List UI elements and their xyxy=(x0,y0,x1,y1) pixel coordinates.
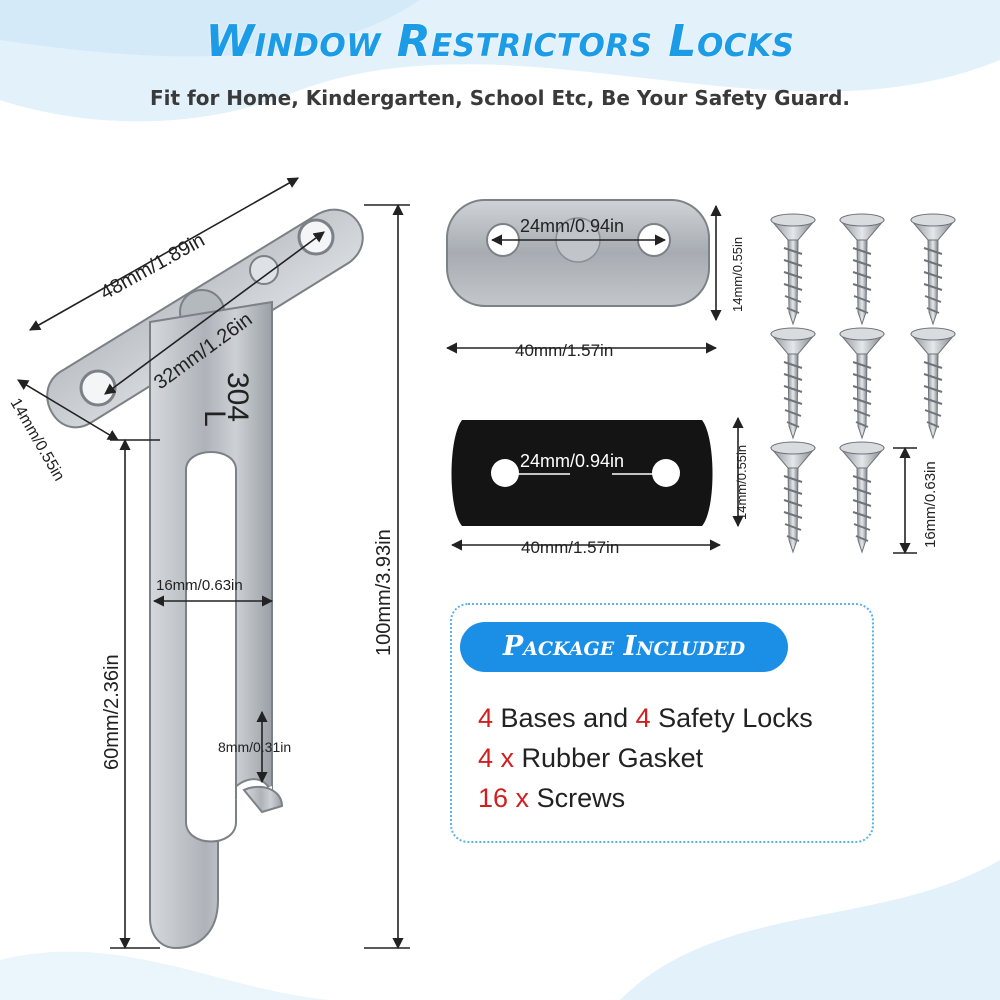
locks-count: 4 xyxy=(635,703,651,733)
screws-times: x xyxy=(508,783,537,813)
base-plate-length-label: 40mm/1.57in xyxy=(515,341,613,360)
screw-length-label: 16mm/0.63in xyxy=(922,461,939,548)
screw xyxy=(838,213,886,326)
base-plate-height-label: 14mm/0.55in xyxy=(730,237,745,312)
package-item-bases-locks: 4 Bases and 4 Safety Locks xyxy=(478,698,868,738)
screw xyxy=(909,213,957,326)
package-item-screws: 16 x Screws xyxy=(478,778,868,818)
lock-gap-label: 8mm/0.31in xyxy=(218,739,291,755)
package-item-gasket: 4 x Rubber Gasket xyxy=(478,738,868,778)
screw-dimension-lines xyxy=(893,446,917,555)
lock-slot-length-label: 60mm/2.36in xyxy=(101,654,123,770)
screw xyxy=(769,327,817,440)
gasket-label: Rubber Gasket xyxy=(521,743,704,773)
base-plate-hole-label: 24mm/0.94in xyxy=(520,216,624,236)
page-title: Window Restrictors Locks xyxy=(205,16,795,67)
rubber-gasket-illustration xyxy=(451,420,713,526)
screw xyxy=(838,327,886,440)
bases-label: Bases and xyxy=(493,703,636,733)
package-item-list: 4 Bases and 4 Safety Locks 4 x Rubber Ga… xyxy=(478,698,868,818)
rubber-gasket-height-label: 14mm/0.55in xyxy=(734,445,749,520)
screws-illustration xyxy=(769,213,957,554)
lock-height-label: 100mm/3.93in xyxy=(373,529,395,656)
stamp-304: 304 xyxy=(221,372,254,422)
screws-label: Screws xyxy=(536,783,626,813)
rubber-gasket-length-label: 40mm/1.57in xyxy=(521,538,619,557)
page-subtitle: Fit for Home, Kindergarten, School Etc, … xyxy=(150,86,850,110)
lock-slot-width-label: 16mm/0.63in xyxy=(156,577,243,594)
gasket-count: 4 xyxy=(478,743,494,773)
screw xyxy=(769,213,817,326)
screws-count: 16 xyxy=(478,783,509,813)
screw xyxy=(909,327,957,440)
lock-dimension-lines xyxy=(17,177,410,950)
screw xyxy=(769,441,817,554)
base-plate-illustration xyxy=(446,199,710,307)
rubber-gasket-hole-label: 24mm/0.94in xyxy=(520,451,624,471)
rubber-gasket-dimension-lines xyxy=(450,416,744,551)
stamp-l: L xyxy=(198,410,231,427)
locks-label: Safety Locks xyxy=(650,703,813,733)
base-plate-dimension-lines xyxy=(445,204,722,354)
screw xyxy=(838,441,886,554)
gasket-times: x xyxy=(493,743,522,773)
bases-count: 4 xyxy=(478,703,494,733)
package-included-badge: Package Included xyxy=(460,622,788,672)
